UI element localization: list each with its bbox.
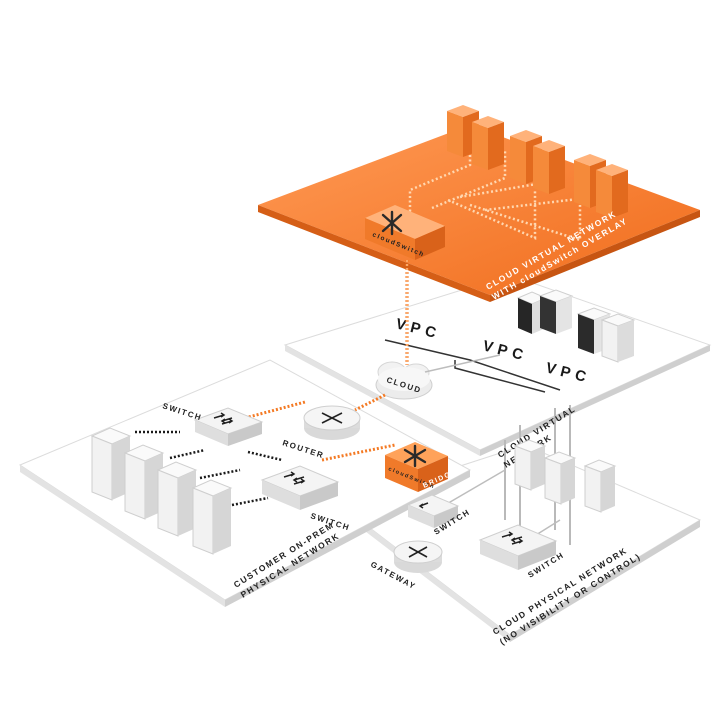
server-rack [600,313,636,363]
switch-cloud-left [406,494,460,528]
server-rack [123,444,165,520]
router [303,405,361,440]
server-rack [513,439,547,491]
server-orange [472,116,504,170]
router-arrows-icon [321,412,343,424]
switch-arrows-icon [283,471,306,485]
onprem-cables [135,430,283,507]
vpc-dividers [384,339,561,393]
server-rack [90,427,132,501]
server-orange [533,140,565,194]
cloudswitch-logo-icon [381,210,403,236]
cloud-node: CLOUD [375,361,433,400]
bridge: cloudSwitch BRIDGE [385,442,458,492]
cloud-virtual-link [424,354,501,373]
switch-top [193,407,264,446]
switch-bottom [260,465,340,510]
switch-arrows-icon [213,412,234,425]
server-rack [156,461,198,537]
overlay-platform [258,125,700,302]
cloud-virtual-servers [516,289,636,363]
onprem-orange-links [244,400,396,462]
bridge-logo-icon [403,444,427,468]
switch-cloud-right [478,524,558,570]
server-rack [538,289,574,334]
gateway-arrows-icon [408,546,428,558]
server-rack [191,479,233,555]
server-rack [543,451,577,505]
switch-arrows-icon [501,531,524,545]
server-rack [583,459,617,513]
onprem-servers [90,427,233,555]
cloud-router-link [354,393,386,412]
gateway [393,540,443,573]
overlay-servers [447,105,628,218]
cloud-physical-servers [513,439,617,513]
server-orange [596,164,628,218]
switch-arrows-icon [418,502,429,509]
